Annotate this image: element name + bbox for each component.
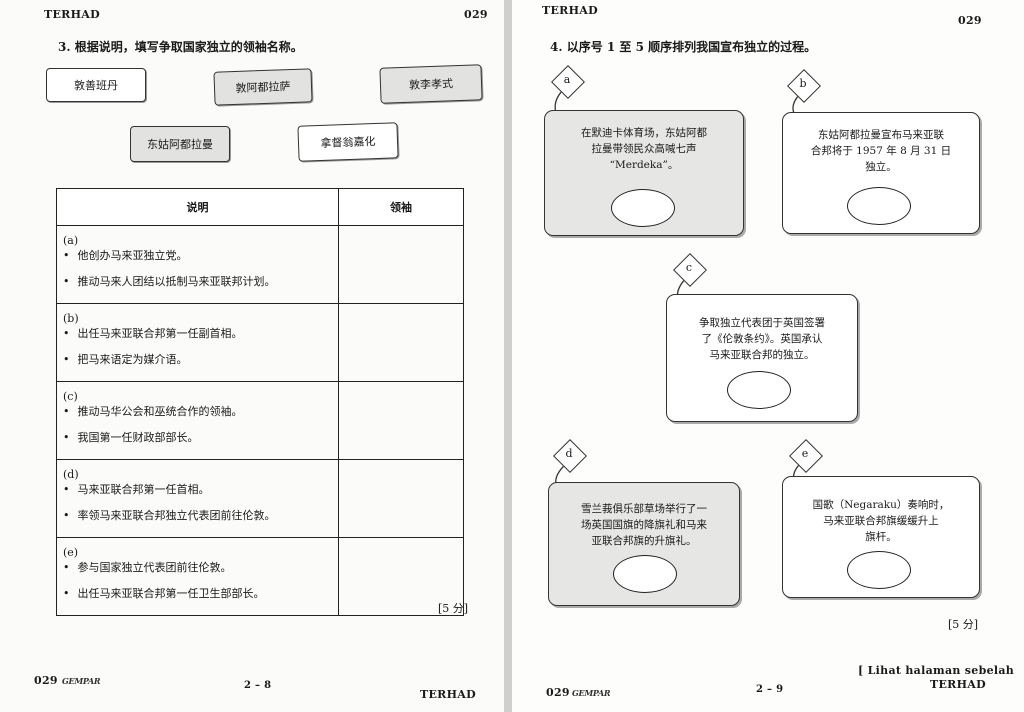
bullet-text: 参与国家独立代表团前往伦敦。 [63,559,313,575]
card-text-line: 马来亚联合邦旗缓缓升上 [823,515,939,527]
leader-option: 东姑阿都拉曼 [130,126,230,162]
answer-cell[interactable] [338,303,464,382]
bullet-text: 他创办马来亚独立党。 [63,247,313,263]
row-label: (b) [63,312,79,325]
card-text-line: 拉曼带领民众高喊七声 [591,143,697,155]
answer-oval[interactable] [727,371,791,409]
header-left: TERHAD [44,8,100,21]
card-text-line: 了《伦敦条约》。英国承认 [701,333,823,345]
bullet-text: 我国第一任财政部部长。 [63,429,313,445]
row-label: (d) [63,468,79,481]
answer-oval[interactable] [611,189,675,227]
header-code: 029 [464,8,488,21]
answer-cell[interactable] [338,381,464,460]
card-text-line: 合邦将于 1957 年 8 月 31 日 [810,145,952,157]
column-header-description: 说明 [56,188,339,226]
marks: [5 分] [438,602,469,615]
question-3: 3. 根据说明，填写争取国家独立的领袖名称。 [58,40,303,54]
letter-b: b [799,77,807,90]
footer-code: 029 [34,674,58,687]
question-3-table: 说明 领袖 (a)他创办马来亚独立党。推动马来人团结以抵制马来亚联邦计划。 (b… [56,188,464,616]
leader-option: 敦阿都拉萨 [213,68,313,106]
row-label: (a) [63,234,79,247]
answer-oval[interactable] [847,187,911,225]
bullet-text: 出任马来亚联合邦第一任卫生部部长。 [63,585,313,601]
bullet-text: 推动马华公会和巫统合作的领袖。 [63,403,313,419]
card-text-line: 亚联合邦旗的升旗礼。 [591,535,697,547]
column-header-leader: 领袖 [338,188,464,226]
card-text-line: 东姑阿都拉曼宣布马来亚联 [818,129,944,141]
leader-option: 敦善班丹 [46,68,146,102]
page-number: 2 – 8 [244,680,272,691]
footer-terhad: TERHAD [930,678,986,691]
card-text-line: 场英国国旗的降旗礼和马来 [581,519,707,531]
event-card-c: 争取独立代表团于英国签署 了《伦敦条约》。英国承认 马来亚联合邦的独立。 [666,294,858,422]
card-text-line: “Merdeka”。 [609,159,679,171]
answer-oval[interactable] [613,555,677,593]
table-row: (b)出任马来亚联合邦第一任副首相。把马来语定为媒介语。 [56,303,464,382]
next-page-note: [ Lihat halaman sebelah [858,664,1015,677]
header-code: 029 [958,14,982,27]
publisher-logo: GEMPAR [572,688,611,698]
row-label: (c) [63,390,78,403]
bullet-text: 率领马来亚联合邦独立代表团前往伦敦。 [63,507,313,523]
answer-cell[interactable] [338,537,464,616]
table-row: (c)推动马华公会和巫统合作的领袖。我国第一任财政部部长。 [56,381,464,460]
event-card-e: 国歌（Negaraku）奏响时， 马来亚联合邦旗缓缓升上 旗杆。 [782,476,980,598]
answer-cell[interactable] [338,225,464,304]
table-row: (e)参与国家独立代表团前往伦敦。出任马来亚联合邦第一任卫生部部长。 [56,537,464,616]
leader-option: 敦李孝式 [379,64,483,104]
letter-c: c [685,261,693,274]
card-text-line: 独立。 [865,161,897,173]
card-text-line: 在默迪卡体育场，东姑阿都 [581,127,707,139]
right-page: TERHAD 029 4. 以序号 1 至 5 顺序排列我国宣布独立的过程。 在… [512,0,1024,712]
bullet-text: 出任马来亚联合邦第一任副首相。 [63,325,313,341]
letter-d: d [565,447,573,460]
event-card-d: 雪兰莪俱乐部草场举行了一 场英国国旗的降旗礼和马来 亚联合邦旗的升旗礼。 [548,482,740,606]
answer-oval[interactable] [847,551,911,589]
footer-code: 029 [546,686,570,699]
event-card-a: 在默迪卡体育场，东姑阿都 拉曼带领民众高喊七声 “Merdeka”。 [544,110,744,236]
bullet-text: 把马来语定为媒介语。 [63,351,313,367]
table-row: (d)马来亚联合邦第一任首相。率领马来亚联合邦独立代表团前往伦敦。 [56,459,464,538]
table-row: (a)他创办马来亚独立党。推动马来人团结以抵制马来亚联邦计划。 [56,225,464,304]
marks: [5 分] [948,618,979,631]
card-text-line: 国歌（Negaraku）奏响时， [812,499,950,511]
question-4: 4. 以序号 1 至 5 顺序排列我国宣布独立的过程。 [550,40,817,54]
card-text-line: 雪兰莪俱乐部草场举行了一 [581,503,707,515]
footer-terhad: TERHAD [420,688,476,701]
answer-cell[interactable] [338,459,464,538]
card-text-line: 旗杆。 [865,531,897,543]
row-label: (e) [63,546,79,559]
letter-e: e [801,447,809,460]
header-left: TERHAD [542,4,598,17]
letter-a: a [563,73,571,86]
page-number: 2 – 9 [756,684,784,695]
publisher-logo: GEMPAR [62,676,101,686]
bullet-text: 马来亚联合邦第一任首相。 [63,481,313,497]
card-text-line: 马来亚联合邦的独立。 [709,349,815,361]
left-page: TERHAD 029 3. 根据说明，填写争取国家独立的领袖名称。 敦善班丹 敦… [0,0,504,712]
card-text-line: 争取独立代表团于英国签署 [699,317,825,329]
leader-option: 拿督翁嘉化 [297,122,399,162]
bullet-text: 推动马来人团结以抵制马来亚联邦计划。 [63,273,313,289]
event-card-b: 东姑阿都拉曼宣布马来亚联 合邦将于 1957 年 8 月 31 日 独立。 [782,112,980,234]
